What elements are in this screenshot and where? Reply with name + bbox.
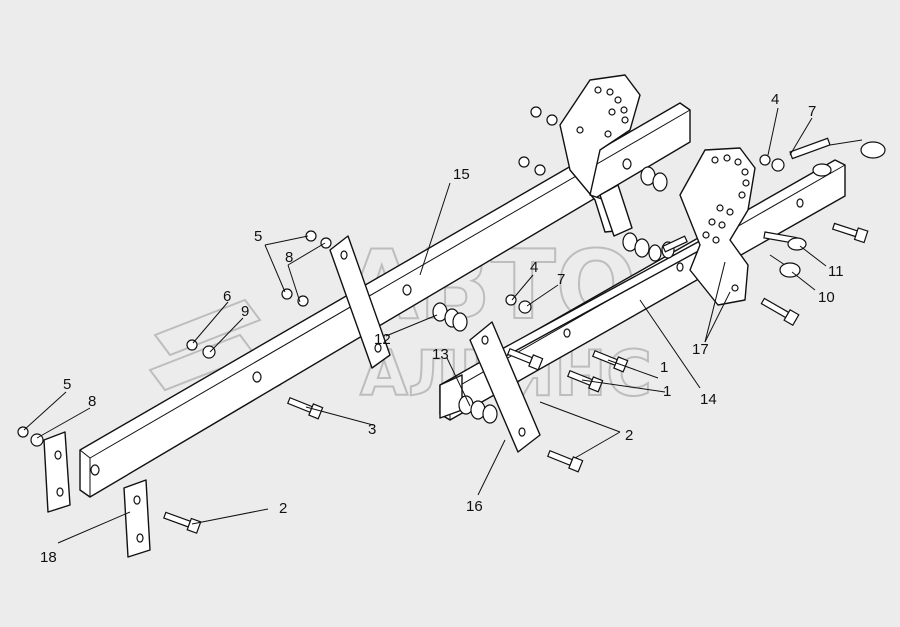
bracket-rear	[559, 74, 641, 233]
callout-17: 17	[692, 341, 709, 358]
callout-12: 12	[374, 331, 391, 348]
callout-11: 11	[828, 263, 844, 280]
callout-14: 14	[700, 391, 717, 408]
leader-lines	[23, 107, 827, 544]
plate-18a	[43, 431, 71, 513]
callout-8a: 8	[285, 249, 293, 266]
callout-7a: 7	[557, 271, 565, 288]
callout-labels: 1 1 2 2 2 3 4 4 5 5 5 6 7 7 8 8 9 10 11 …	[40, 91, 844, 566]
callout-4a: 4	[530, 259, 538, 276]
plate-upper	[599, 184, 633, 237]
bolts	[163, 222, 869, 534]
callout-2b: 2	[279, 500, 287, 517]
callout-2a: 2	[625, 427, 633, 444]
callout-6: 6	[223, 288, 231, 305]
callout-10: 10	[818, 289, 835, 306]
callout-8b: 8	[88, 393, 96, 410]
callout-4b: 4	[771, 91, 779, 108]
callout-16: 16	[466, 498, 483, 515]
callout-3: 3	[368, 421, 376, 438]
callout-5b: 5	[63, 376, 71, 393]
callout-1b: 1	[663, 383, 671, 400]
bracket-front	[679, 147, 756, 306]
pins	[763, 137, 886, 278]
plate-16	[469, 321, 541, 453]
callout-18: 18	[40, 549, 57, 566]
callout-1a: 1	[660, 359, 668, 376]
callout-7b: 7	[808, 103, 816, 120]
callout-15: 15	[453, 166, 470, 183]
callout-5a: 5	[254, 228, 262, 245]
plate-18b	[123, 479, 151, 558]
callout-13: 13	[432, 346, 449, 363]
plate-mid	[329, 235, 391, 369]
callout-9: 9	[241, 303, 249, 320]
nuts-washers	[17, 106, 785, 447]
